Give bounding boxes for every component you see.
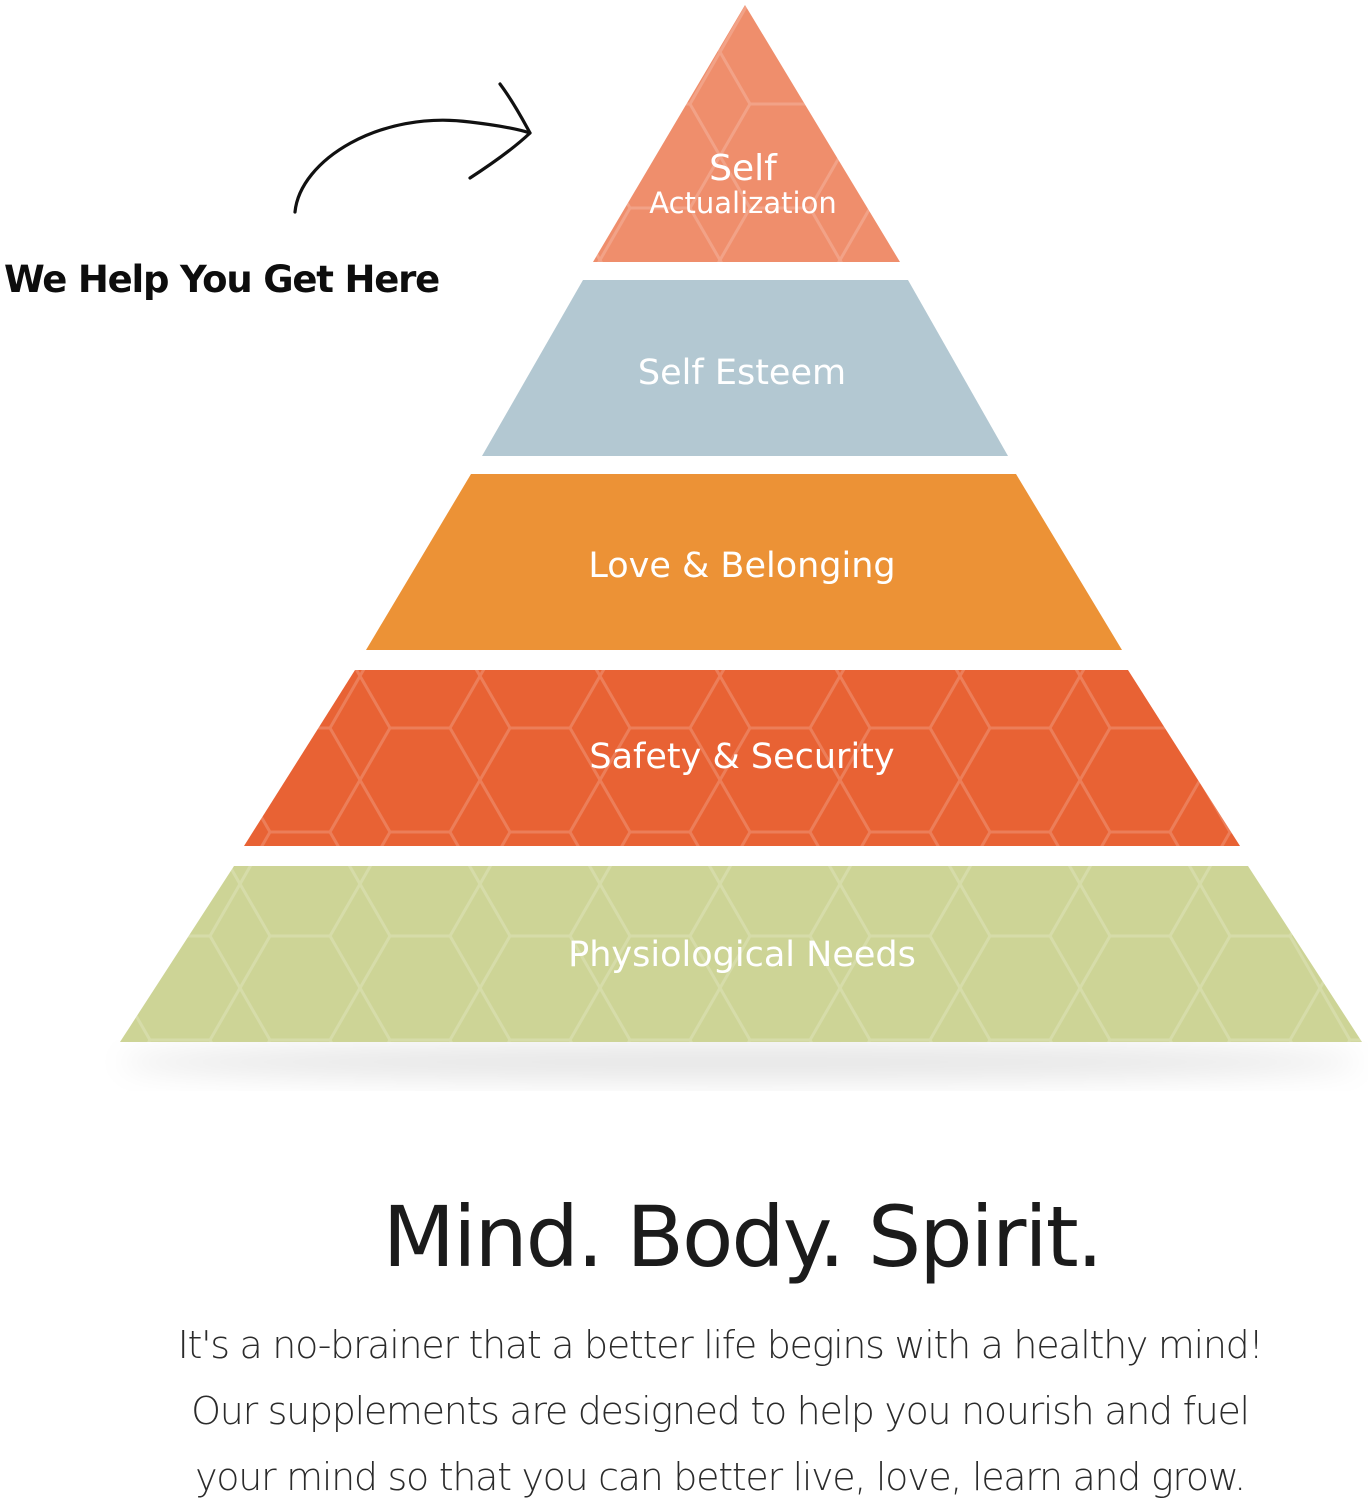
callout-text: We Help You Get Here	[4, 258, 440, 301]
tier-label-safety-security: Safety & Security	[589, 737, 894, 777]
tier-physiological-needs	[120, 866, 1362, 1042]
tier-label-physiological-needs: Physiological Needs	[568, 935, 916, 975]
tier-label-actualization: Actualization	[649, 186, 836, 220]
tier-safety-security	[244, 670, 1240, 846]
body-line-2: Our supplements are designed to help you…	[191, 1389, 1250, 1433]
headline: Mind. Body. Spirit.	[382, 1188, 1104, 1286]
body-line-1: It's a no-brainer that a better life beg…	[177, 1323, 1264, 1367]
body-line-3: your mind so that you can better live, l…	[195, 1455, 1246, 1499]
curved-arrow-icon	[293, 82, 532, 214]
tier-label-self: Self	[709, 148, 778, 189]
tier-self-actualization	[593, 5, 900, 262]
tier-love-belonging	[366, 474, 1122, 650]
tier-label-self-esteem: Self Esteem	[638, 353, 846, 393]
tier-label-love-belonging: Love & Belonging	[588, 546, 895, 586]
tier-self-esteem	[482, 280, 1008, 456]
body-copy: It's a no-brainer that a better life beg…	[140, 1312, 1300, 1510]
pyramid-diagram: Self Actualization Self Esteem Love & Be…	[120, 5, 1362, 1080]
